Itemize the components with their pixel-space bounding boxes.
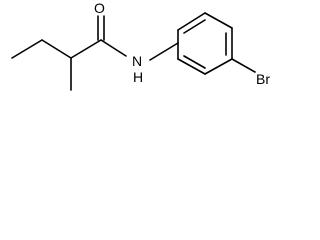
hydrogen-label: H [133,69,143,85]
ring-bond-2 [177,12,206,31]
ring-inner-bond-c [183,55,206,69]
bond-ring-bromine [231,58,256,73]
nitrogen-label: N [132,53,142,69]
bond-nitrogen-ring [149,42,179,61]
bond-carbonyl-nitrogen [100,39,127,57]
ring-inner-bond-a [183,19,206,34]
ring-bond-5 [204,58,233,75]
ring-bond-6 [177,58,206,75]
bond-ethyl-ch3-ch2 [11,39,43,59]
molecular-structure-diagram: O N H Br [11,0,270,91]
bond-ch2-alpha-carbon [41,39,72,59]
bond-alpha-carbon-carbonyl [70,39,102,59]
oxygen-label: O [94,0,105,16]
bromine-label: Br [256,71,270,87]
ring-bond-3 [204,12,233,29]
